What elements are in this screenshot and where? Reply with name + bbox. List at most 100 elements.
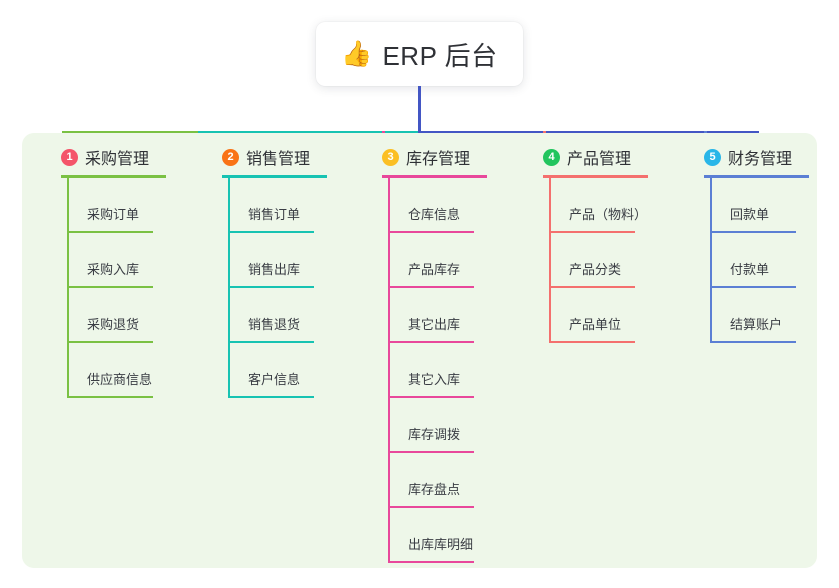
branch-item-rule bbox=[388, 506, 474, 508]
branch-item-label: 其它出库 bbox=[408, 317, 461, 332]
branch-item[interactable]: 采购入库 bbox=[67, 233, 192, 288]
branch-item-rule bbox=[549, 231, 635, 233]
branch-item-label: 客户信息 bbox=[248, 372, 301, 387]
branch-header-rule bbox=[61, 175, 166, 178]
branch-item[interactable]: 出库库明细 bbox=[388, 508, 513, 563]
branch-item[interactable]: 库存盘点 bbox=[388, 453, 513, 508]
branch-item-label: 产品库存 bbox=[408, 262, 461, 277]
branch-item-label: 仓库信息 bbox=[408, 207, 461, 222]
branch-header-rule bbox=[382, 175, 487, 178]
branch-item-label: 库存盘点 bbox=[408, 482, 461, 497]
branch-item-rule bbox=[228, 231, 314, 233]
branch-item-rule bbox=[388, 286, 474, 288]
branch-item[interactable]: 结算账户 bbox=[710, 288, 835, 343]
branch-item-label: 付款单 bbox=[730, 262, 770, 277]
branch-item-rule bbox=[549, 286, 635, 288]
branch-item-label: 销售退货 bbox=[248, 317, 301, 332]
branch-spine bbox=[388, 177, 390, 562]
branch-item-rule bbox=[67, 231, 153, 233]
branch-item[interactable]: 回款单 bbox=[710, 178, 835, 233]
branch-title: 库存管理 bbox=[406, 151, 471, 168]
branch-item-rule bbox=[67, 396, 153, 398]
branch-header-1[interactable]: 1 采购管理 bbox=[42, 145, 192, 169]
branch-title: 财务管理 bbox=[728, 151, 793, 168]
branch-item-list: 销售订单销售出库销售退货客户信息 bbox=[228, 178, 353, 398]
branch-item-label: 结算账户 bbox=[730, 317, 783, 332]
branch-header-rule bbox=[543, 175, 648, 178]
branch-title: 采购管理 bbox=[85, 151, 150, 168]
branch-item[interactable]: 付款单 bbox=[710, 233, 835, 288]
branch-item-rule bbox=[710, 341, 796, 343]
branch-header-rule bbox=[704, 175, 809, 178]
branch-item-label: 销售出库 bbox=[248, 262, 301, 277]
branch-item[interactable]: 产品分类 bbox=[549, 233, 674, 288]
branch-item[interactable]: 库存调拨 bbox=[388, 398, 513, 453]
branch-item[interactable]: 销售订单 bbox=[228, 178, 353, 233]
branch-number-badge: 3 bbox=[382, 148, 399, 166]
branch-item-label: 产品单位 bbox=[569, 317, 622, 332]
branch-item-rule bbox=[67, 341, 153, 343]
branch-item-rule bbox=[388, 561, 474, 563]
branch-item-list: 产品（物料） 产品分类产品单位 bbox=[549, 178, 674, 343]
branch-header-rule bbox=[222, 175, 327, 178]
branch-item-rule bbox=[710, 286, 796, 288]
branch-item[interactable]: 其它出库 bbox=[388, 288, 513, 343]
branch-item[interactable]: 采购订单 bbox=[67, 178, 192, 233]
branch-item-label: 销售订单 bbox=[248, 207, 301, 222]
branch-number-badge: 1 bbox=[61, 148, 78, 166]
branch-item[interactable]: 其它入库 bbox=[388, 343, 513, 398]
branches-panel: 1 采购管理采购订单采购入库采购退货供应商信息 2 销售管理销售订单销售出库销售退货客… bbox=[22, 133, 817, 568]
branch-item-label: 采购订单 bbox=[87, 207, 140, 222]
branch-item-label: 库存调拨 bbox=[408, 427, 461, 442]
branch-item-rule bbox=[67, 286, 153, 288]
branch-item-label: 出库库明细 bbox=[408, 537, 474, 552]
branch-item[interactable]: 仓库信息 bbox=[388, 178, 513, 233]
branch-item-rule bbox=[388, 396, 474, 398]
branch-item-rule bbox=[710, 231, 796, 233]
branch-spine bbox=[549, 177, 551, 342]
branch-item[interactable]: 产品单位 bbox=[549, 288, 674, 343]
branch-item-rule bbox=[388, 341, 474, 343]
branch-item-list: 仓库信息产品库存其它出库其它入库库存调拨库存盘点出库库明细 bbox=[388, 178, 513, 563]
branch-spine bbox=[710, 177, 712, 342]
branch-item[interactable]: 供应商信息 bbox=[67, 343, 192, 398]
branch-item[interactable]: 销售退货 bbox=[228, 288, 353, 343]
branch-item[interactable]: 客户信息 bbox=[228, 343, 353, 398]
branch-column-1: 1 采购管理采购订单采购入库采购退货供应商信息 bbox=[42, 145, 192, 398]
branch-number-badge: 4 bbox=[543, 148, 560, 166]
branch-header-2[interactable]: 2 销售管理 bbox=[203, 145, 353, 169]
branch-item[interactable]: 产品库存 bbox=[388, 233, 513, 288]
branch-header-3[interactable]: 3 库存管理 bbox=[363, 145, 513, 169]
branch-item-list: 采购订单采购入库采购退货供应商信息 bbox=[67, 178, 192, 398]
bus-indigo bbox=[418, 131, 759, 134]
branch-item-rule bbox=[388, 231, 474, 233]
root-node[interactable]: 👍 ERP 后台 bbox=[316, 22, 523, 86]
branch-item-label: 供应商信息 bbox=[87, 372, 153, 387]
branch-number-badge: 2 bbox=[222, 148, 239, 166]
branch-item-rule bbox=[549, 341, 635, 343]
branch-item-label: 采购入库 bbox=[87, 262, 140, 277]
branch-item-label: 采购退货 bbox=[87, 317, 140, 332]
branch-item-rule bbox=[228, 396, 314, 398]
branch-column-3: 3 库存管理仓库信息产品库存其它出库其它入库库存调拨库存盘点出库库明细 bbox=[363, 145, 513, 563]
branch-item[interactable]: 产品（物料） bbox=[549, 178, 674, 233]
branch-item-rule bbox=[228, 286, 314, 288]
branch-item-label: 其它入库 bbox=[408, 372, 461, 387]
branch-item[interactable]: 采购退货 bbox=[67, 288, 192, 343]
branch-item-label: 产品（物料） bbox=[569, 207, 648, 222]
branch-item-list: 回款单付款单结算账户 bbox=[710, 178, 835, 343]
root-node-title: ERP 后台 bbox=[382, 40, 498, 71]
branch-number-badge: 5 bbox=[704, 148, 721, 166]
branch-item-label: 产品分类 bbox=[569, 262, 622, 277]
root-stem-connector bbox=[418, 86, 421, 133]
branch-column-2: 2 销售管理销售订单销售出库销售退货客户信息 bbox=[203, 145, 353, 398]
bus-teal bbox=[198, 131, 418, 134]
branch-title: 销售管理 bbox=[246, 151, 311, 168]
branch-item-rule bbox=[228, 341, 314, 343]
branch-header-5[interactable]: 5 财务管理 bbox=[685, 145, 835, 169]
bus-green bbox=[62, 131, 198, 134]
branch-item[interactable]: 销售出库 bbox=[228, 233, 353, 288]
